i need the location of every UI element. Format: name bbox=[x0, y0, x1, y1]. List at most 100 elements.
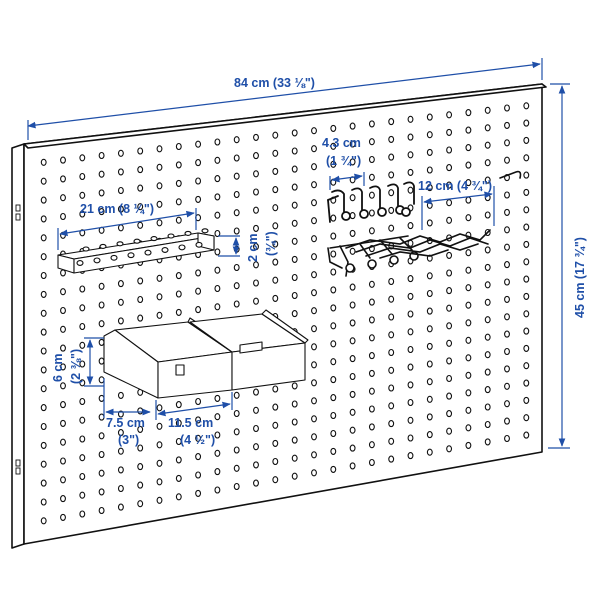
peg-hole bbox=[60, 476, 66, 484]
peg-hole bbox=[426, 307, 433, 315]
peg-hole bbox=[388, 437, 395, 445]
peg-hole bbox=[214, 175, 221, 183]
rail-hole bbox=[144, 249, 152, 256]
peg-hole bbox=[426, 219, 433, 227]
peg-hole bbox=[465, 266, 472, 274]
peg-hole bbox=[253, 443, 259, 451]
peg-hole bbox=[368, 369, 375, 377]
rail-hole bbox=[76, 260, 84, 266]
peg-hole bbox=[291, 201, 298, 209]
peg-hole bbox=[446, 251, 453, 259]
peg-hole bbox=[272, 457, 279, 466]
peg-hole bbox=[330, 214, 337, 222]
peg-hole bbox=[272, 403, 279, 411]
peg-hole bbox=[523, 136, 530, 144]
peg-hole bbox=[79, 304, 86, 312]
rail-hole bbox=[110, 254, 118, 261]
peg-hole bbox=[137, 500, 144, 508]
peg-hole bbox=[311, 163, 317, 171]
peg-hole bbox=[98, 170, 105, 178]
peg-hole bbox=[60, 419, 66, 427]
peg-hole bbox=[117, 484, 124, 493]
peg-hole bbox=[40, 498, 47, 506]
peg-hole bbox=[311, 289, 317, 297]
peg-hole bbox=[484, 124, 491, 132]
peg-hole bbox=[465, 406, 472, 414]
hook-spacing-in-label: (1 ¾") bbox=[326, 154, 361, 168]
peg-hole bbox=[291, 255, 298, 263]
peg-hole bbox=[40, 177, 47, 185]
peg-hole bbox=[311, 145, 317, 153]
peg-hole bbox=[523, 258, 530, 266]
peg-hole bbox=[40, 234, 47, 242]
hook-spacing-cm-label: 4.3 cm bbox=[322, 136, 361, 150]
peg-hole bbox=[117, 280, 124, 288]
peg-hole bbox=[98, 450, 105, 459]
peg-hole bbox=[388, 153, 395, 161]
peg-hole bbox=[291, 454, 298, 462]
peg-hole bbox=[446, 269, 453, 277]
peg-hole bbox=[195, 397, 202, 406]
peg-hole bbox=[446, 392, 453, 400]
peg-hole bbox=[484, 263, 491, 271]
peg-hole bbox=[407, 416, 414, 424]
peg-hole bbox=[484, 386, 491, 394]
box-height-in-label: (2 ⅜") bbox=[69, 349, 83, 384]
peg-hole bbox=[504, 139, 510, 147]
peg-hole bbox=[465, 336, 472, 344]
peg-hole bbox=[426, 413, 433, 421]
peg-hole bbox=[291, 418, 298, 426]
peg-hole bbox=[60, 306, 66, 315]
peg-hole bbox=[523, 292, 530, 300]
peg-hole bbox=[368, 405, 375, 413]
peg-hole bbox=[156, 311, 163, 319]
peg-hole bbox=[368, 191, 375, 199]
peg-hole bbox=[79, 397, 86, 406]
peg-hole bbox=[407, 381, 414, 389]
rail-hole bbox=[150, 236, 158, 242]
dim-hook-length bbox=[421, 186, 495, 230]
peg-hole bbox=[195, 140, 202, 148]
peg-hole bbox=[253, 461, 259, 469]
peg-hole bbox=[291, 400, 298, 408]
peg-hole bbox=[98, 413, 105, 421]
peg-hole bbox=[214, 431, 221, 439]
peg-hole bbox=[253, 243, 259, 251]
peg-hole bbox=[40, 158, 47, 166]
peg-hole bbox=[60, 325, 66, 333]
dim-board-height bbox=[548, 83, 570, 449]
peg-hole bbox=[175, 401, 182, 409]
peg-hole bbox=[368, 120, 375, 128]
peg-hole bbox=[272, 240, 279, 248]
peg-hole bbox=[311, 469, 317, 477]
peg-hole bbox=[233, 282, 240, 290]
box-depth-in-label: (3") bbox=[118, 433, 139, 447]
rail-hole bbox=[195, 241, 203, 248]
peg-hole bbox=[426, 113, 433, 121]
peg-hole bbox=[195, 416, 202, 424]
peg-hole bbox=[349, 301, 356, 309]
rail-hole bbox=[127, 252, 135, 259]
peg-hole bbox=[117, 391, 124, 399]
peg-hole bbox=[233, 263, 240, 272]
peg-hole bbox=[233, 227, 240, 235]
peg-hole bbox=[60, 495, 66, 503]
peg-hole bbox=[253, 152, 259, 160]
peg-hole bbox=[156, 293, 163, 301]
peg-hole bbox=[137, 425, 144, 433]
peg-hole bbox=[523, 414, 530, 422]
peg-hole bbox=[60, 457, 66, 465]
peg-hole bbox=[523, 362, 530, 370]
peg-hole bbox=[368, 316, 375, 324]
peg-hole bbox=[504, 121, 510, 129]
peg-hole bbox=[79, 491, 86, 499]
peg-hole bbox=[368, 352, 375, 360]
peg-hole bbox=[311, 199, 317, 207]
peg-hole bbox=[175, 179, 182, 187]
peg-hole bbox=[117, 186, 124, 195]
peg-hole bbox=[40, 215, 47, 223]
peg-hole bbox=[504, 226, 510, 234]
peg-hole bbox=[311, 253, 317, 261]
peg-hole bbox=[60, 175, 66, 183]
peg-hole bbox=[349, 122, 356, 130]
